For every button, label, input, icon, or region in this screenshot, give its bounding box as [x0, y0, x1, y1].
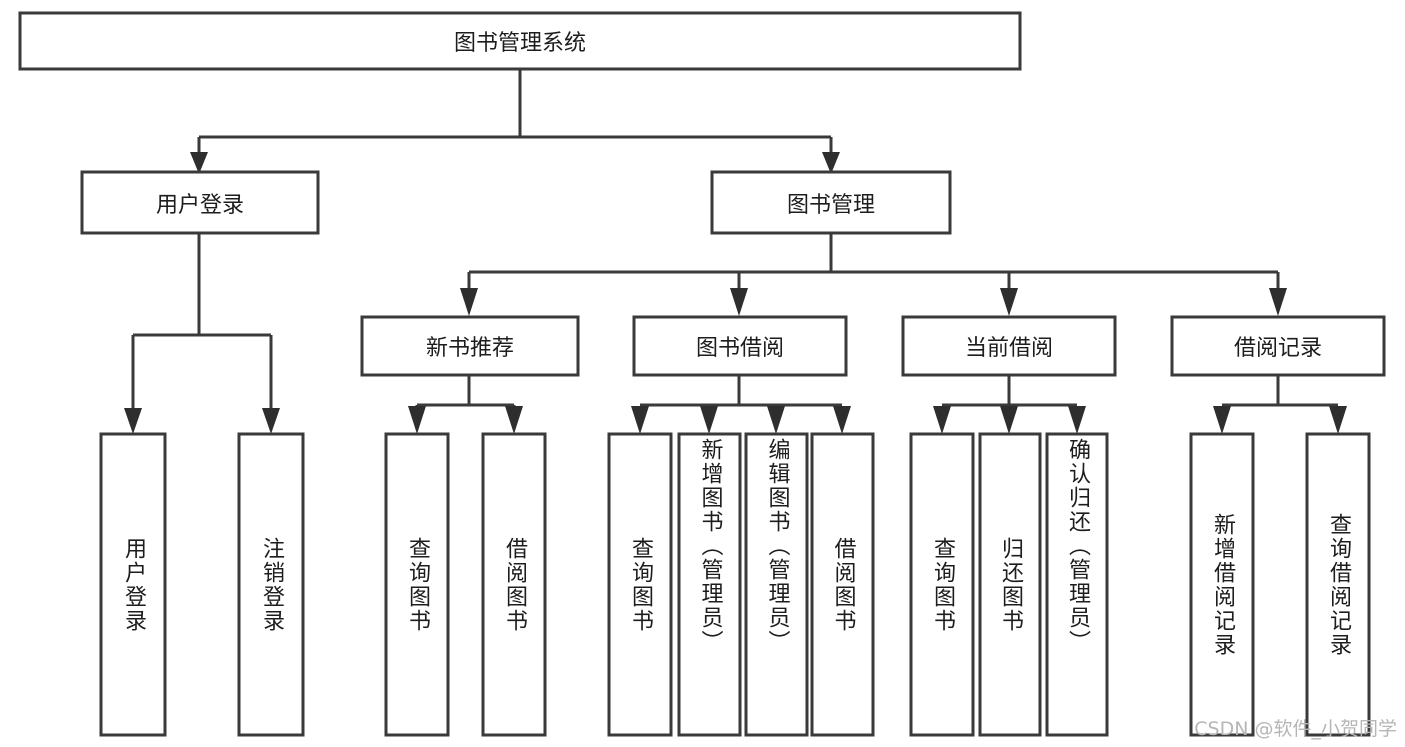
node-box-leaf-13[interactable]	[1305, 432, 1371, 737]
arrow-head-icon	[1068, 406, 1086, 434]
node-box-leaf-08[interactable]	[810, 432, 875, 737]
node-box-current-borrow[interactable]	[901, 315, 1117, 377]
node-box-leaf-03[interactable]	[384, 432, 450, 737]
node-box-leaf-09[interactable]	[909, 432, 975, 737]
node-box-leaf-02[interactable]	[237, 432, 305, 737]
node-box-borrow-record[interactable]	[1170, 315, 1386, 377]
connector-newbook-to-leaves	[408, 375, 523, 434]
arrow-head-icon	[631, 406, 649, 434]
arrow-head-icon	[408, 406, 426, 434]
arrow-head-icon	[730, 288, 748, 316]
node-box-book-borrow[interactable]	[632, 315, 848, 377]
arrow-head-icon	[767, 406, 785, 434]
arrow-head-icon	[700, 406, 718, 434]
connector-root-to-level2	[190, 69, 840, 174]
node-box-leaf-07[interactable]	[744, 432, 809, 737]
connector-bookborrow-to-leaves	[631, 375, 851, 434]
arrow-head-icon	[822, 152, 840, 174]
arrow-head-icon	[1000, 288, 1018, 316]
arrow-head-icon	[1000, 406, 1018, 434]
arrow-head-icon	[1329, 406, 1347, 434]
arrow-head-icon	[1269, 288, 1287, 316]
node-box-leaf-10[interactable]	[978, 432, 1042, 737]
node-box-root[interactable]	[18, 11, 1022, 71]
node-box-leaf-05[interactable]	[607, 432, 673, 737]
arrow-head-icon	[1213, 406, 1231, 434]
connector-borrowrecord-to-leaves	[1213, 375, 1347, 434]
arrow-head-icon	[933, 406, 951, 434]
arrow-head-icon	[262, 408, 280, 434]
node-box-new-book-rec[interactable]	[360, 315, 580, 377]
node-box-leaf-06[interactable]	[677, 432, 742, 737]
arrow-head-icon	[505, 406, 523, 434]
connector-userlogin-to-leaves	[124, 233, 280, 434]
node-box-book-manage[interactable]	[710, 170, 952, 235]
connector-bookmanage-to-level3	[460, 233, 1287, 316]
node-box-leaf-12[interactable]	[1189, 432, 1255, 737]
node-box-leaf-11[interactable]	[1045, 432, 1109, 737]
arrow-head-icon	[460, 288, 478, 316]
node-box-leaf-01[interactable]	[99, 432, 167, 737]
connector-currentborrow-to-leaves	[933, 375, 1086, 434]
arrow-head-icon	[124, 408, 142, 434]
node-box-user-login[interactable]	[80, 170, 320, 235]
arrow-head-icon	[190, 152, 208, 174]
arrow-head-icon	[833, 406, 851, 434]
node-box-leaf-04[interactable]	[481, 432, 547, 737]
